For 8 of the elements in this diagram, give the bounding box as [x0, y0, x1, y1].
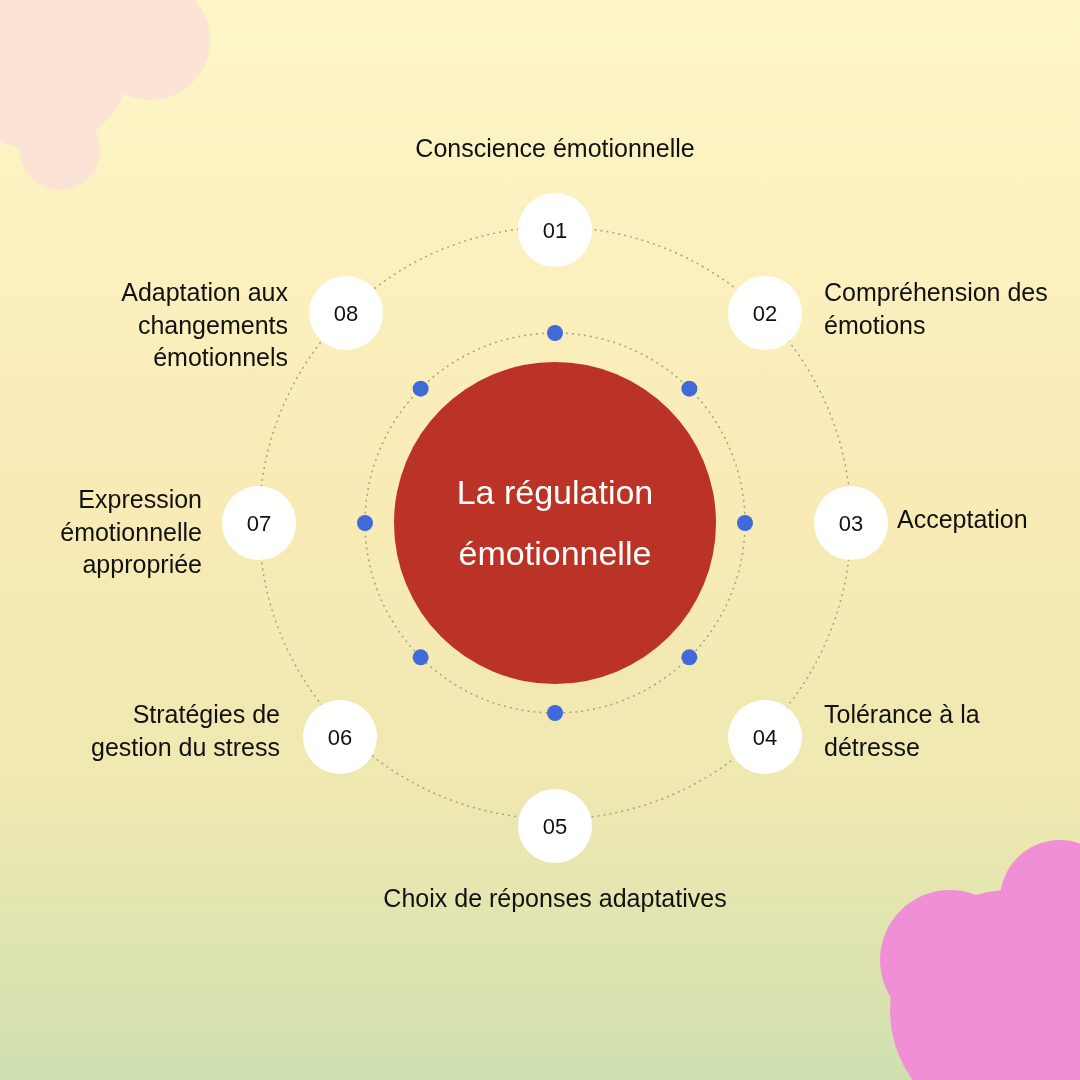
step-label: Tolérance à la détresse [824, 699, 981, 763]
step-label: Acceptation [897, 504, 1029, 535]
step-label: Adaptation aux changements émotionnels [120, 277, 288, 373]
step-label: Conscience émotionnelle [414, 133, 696, 164]
step-label: Choix de réponses adaptatives [382, 883, 728, 914]
step-label: Stratégies de gestion du stress [90, 699, 280, 763]
step-label: Expression émotionnelle appropriée [59, 484, 202, 580]
step-label: Compréhension des émotions [824, 277, 1049, 341]
